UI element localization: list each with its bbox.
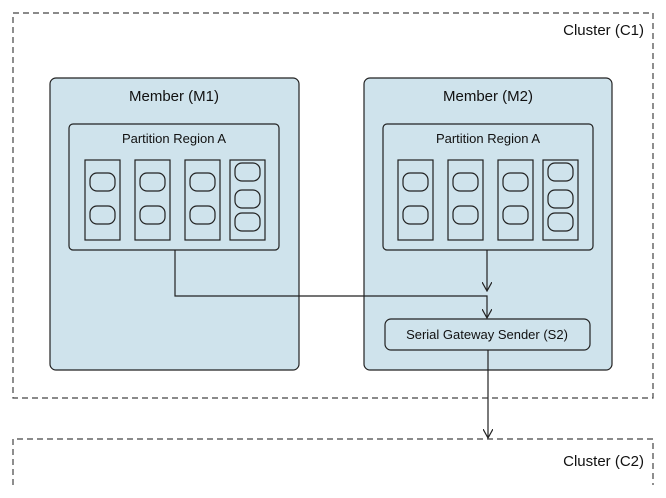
bucket-group-m1 bbox=[84, 159, 266, 241]
partition-region-m2-label: Partition Region A bbox=[436, 131, 540, 146]
bucket-column bbox=[447, 159, 484, 241]
bucket-entry bbox=[402, 205, 429, 225]
member-m1-label: Member (M1) bbox=[129, 88, 219, 105]
cluster-c2-label: Cluster (C2) bbox=[563, 453, 644, 470]
bucket-entry bbox=[402, 172, 429, 192]
bucket-entry bbox=[502, 205, 529, 225]
bucket-entry bbox=[452, 205, 479, 225]
member-m1: Member (M1) Partition Region A bbox=[49, 77, 300, 371]
bucket-entry bbox=[89, 172, 116, 192]
bucket-entry bbox=[89, 205, 116, 225]
bucket-entry bbox=[189, 205, 216, 225]
cluster-c1-label: Cluster (C1) bbox=[563, 22, 644, 39]
bucket-entry bbox=[139, 172, 166, 192]
member-m2: Member (M2) Partition Region A Serial Ga… bbox=[363, 77, 613, 371]
bucket-column bbox=[184, 159, 221, 241]
bucket-entry bbox=[547, 189, 574, 209]
bucket-entry bbox=[234, 189, 261, 209]
bucket-entry bbox=[547, 212, 574, 232]
bucket-entry bbox=[502, 172, 529, 192]
bucket-entry bbox=[234, 162, 261, 182]
bucket-column bbox=[397, 159, 434, 241]
bucket-column bbox=[497, 159, 534, 241]
partition-region-m1 bbox=[68, 123, 280, 251]
bucket-entry bbox=[189, 172, 216, 192]
bucket-column bbox=[134, 159, 171, 241]
bucket-entry bbox=[452, 172, 479, 192]
bucket-entry bbox=[547, 162, 574, 182]
bucket-entry bbox=[139, 205, 166, 225]
gateway-sender-label: Serial Gateway Sender (S2) bbox=[406, 327, 568, 342]
bucket-group-m2 bbox=[397, 159, 579, 241]
bucket-column bbox=[84, 159, 121, 241]
partition-region-m1-label: Partition Region A bbox=[122, 131, 226, 146]
cluster-c1-box bbox=[12, 12, 654, 399]
arrow-m1-region-to-gateway bbox=[174, 250, 487, 317]
member-m2-label: Member (M2) bbox=[443, 88, 533, 105]
bucket-entry bbox=[234, 212, 261, 232]
partition-region-m2 bbox=[382, 123, 594, 251]
cluster-c2-box bbox=[12, 438, 654, 485]
